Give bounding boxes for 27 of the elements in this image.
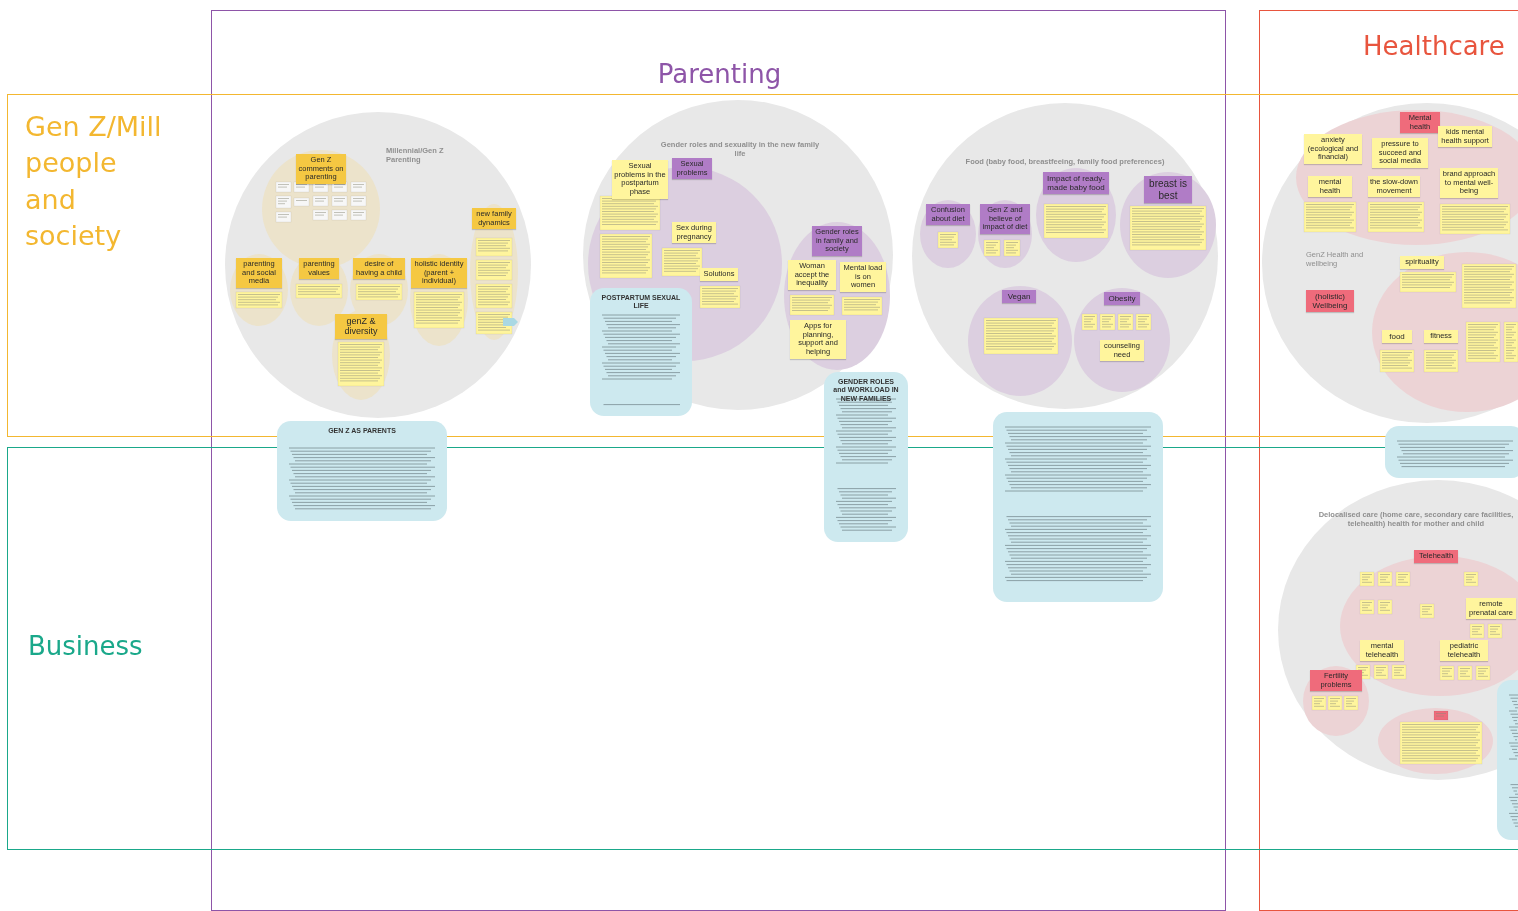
sticky-note-title: food (1388, 332, 1406, 342)
sticky-note (1002, 290, 1036, 304)
sticky-note (1424, 330, 1458, 343)
frame-title: Parenting (656, 58, 783, 91)
sticky-note-title: (holistic) Wellbeing (1311, 292, 1349, 311)
cluster-circle (230, 254, 288, 326)
sticky-note (790, 320, 846, 359)
frame-title: Gen Z/Mill people and society (25, 110, 163, 254)
sticky-note-title: Impact of ready-made baby food (1046, 174, 1106, 193)
sticky-note-title: genZ & diversity (343, 316, 379, 337)
sticky-note-title: Obesity (1107, 294, 1137, 304)
frame (211, 10, 1226, 911)
sticky-note (1382, 330, 1412, 344)
frame-title: Healthcare (1363, 30, 1506, 63)
sticky-note (1308, 176, 1352, 198)
sticky-note (1400, 112, 1440, 134)
sticky-note (1306, 290, 1354, 313)
sticky-note (1440, 640, 1488, 662)
sticky-note-title: breast is best (1148, 178, 1188, 201)
summary-card (1385, 426, 1518, 478)
sticky-note-title: Vegan (1006, 292, 1032, 302)
cluster-circle (920, 200, 976, 268)
sticky-note (1310, 670, 1362, 692)
sticky-note (1400, 256, 1444, 269)
frame-title: Business (28, 630, 144, 663)
cluster-circle (784, 222, 890, 370)
sticky-note (335, 314, 387, 339)
